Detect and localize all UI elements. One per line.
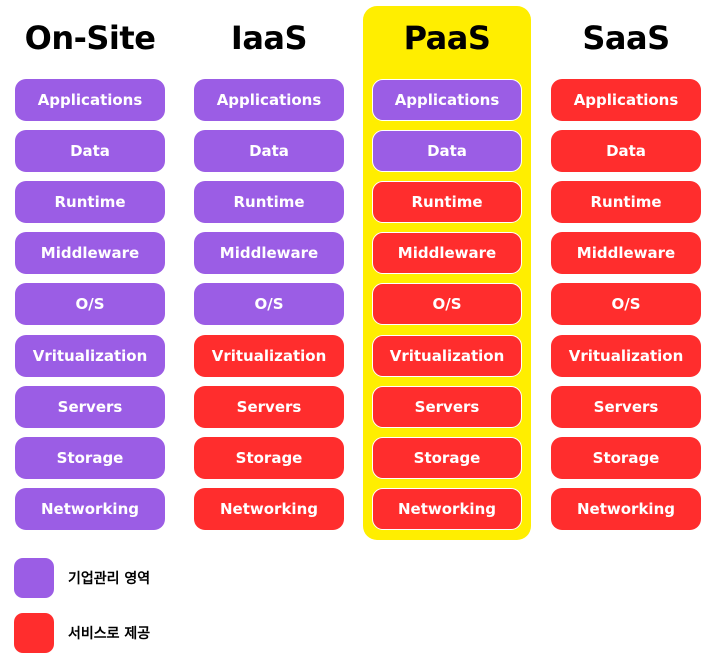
layer-data: Data xyxy=(15,130,165,172)
layer-networking: Networking xyxy=(372,488,522,530)
layer-servers: Servers xyxy=(551,386,701,428)
layer-data: Data xyxy=(372,130,522,172)
layer-servers: Servers xyxy=(194,386,344,428)
layer-applications: Applications xyxy=(372,79,522,121)
layer-servers: Servers xyxy=(15,386,165,428)
column-title: SaaS xyxy=(582,19,670,57)
layer-applications: Applications xyxy=(15,79,165,121)
layer-virtualization: Vritualization xyxy=(551,335,701,377)
legend-provided: 서비스로 제공 xyxy=(14,613,150,653)
layer-os: O/S xyxy=(15,283,165,325)
legend-swatch-managed xyxy=(14,558,54,598)
layer-storage: Storage xyxy=(551,437,701,479)
layer-middleware: Middleware xyxy=(15,232,165,274)
layer-os: O/S xyxy=(194,283,344,325)
layer-runtime: Runtime xyxy=(194,181,344,223)
layer-storage: Storage xyxy=(194,437,344,479)
legend-swatch-provided xyxy=(14,613,54,653)
layer-data: Data xyxy=(194,130,344,172)
layer-middleware: Middleware xyxy=(551,232,701,274)
layer-runtime: Runtime xyxy=(551,181,701,223)
layer-storage: Storage xyxy=(372,437,522,479)
layer-os: O/S xyxy=(551,283,701,325)
layer-networking: Networking xyxy=(194,488,344,530)
layer-runtime: Runtime xyxy=(372,181,522,223)
legend-label-provided: 서비스로 제공 xyxy=(68,626,151,642)
column-title: IaaS xyxy=(230,19,308,57)
column-title: On-Site xyxy=(24,19,156,57)
layer-data: Data xyxy=(551,130,701,172)
legend-label-managed: 기업관리 영역 xyxy=(68,571,151,587)
layer-networking: Networking xyxy=(15,488,165,530)
layer-os: O/S xyxy=(372,283,522,325)
layer-virtualization: Vritualization xyxy=(372,335,522,377)
layer-middleware: Middleware xyxy=(372,232,522,274)
layer-virtualization: Vritualization xyxy=(15,335,165,377)
layer-virtualization: Vritualization xyxy=(194,335,344,377)
layer-runtime: Runtime xyxy=(15,181,165,223)
layer-servers: Servers xyxy=(372,386,522,428)
layer-storage: Storage xyxy=(15,437,165,479)
layer-middleware: Middleware xyxy=(194,232,344,274)
layer-networking: Networking xyxy=(551,488,701,530)
column-title: PaaS xyxy=(403,19,491,57)
layer-applications: Applications xyxy=(551,79,701,121)
layer-applications: Applications xyxy=(194,79,344,121)
legend-managed: 기업관리 영역 xyxy=(14,558,150,598)
